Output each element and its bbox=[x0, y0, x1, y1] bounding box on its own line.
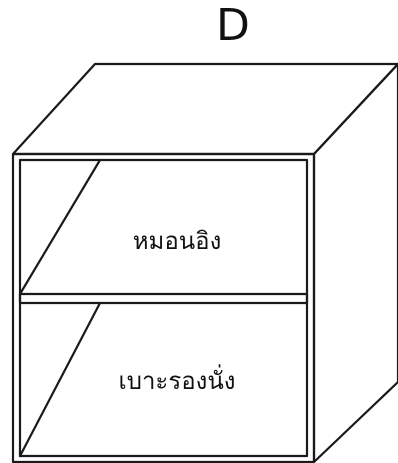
middle-shelf bbox=[18, 292, 309, 305]
upper-shelf-label: หมอนอิง bbox=[133, 227, 222, 255]
lower-shelf-label: เบาะรองนั่ง bbox=[119, 364, 236, 395]
cabinet-right-face bbox=[312, 62, 398, 463]
cabinet-front-frame bbox=[11, 152, 316, 463]
cabinet-top-face bbox=[11, 62, 398, 156]
cabinet-inner-frame bbox=[18, 158, 309, 458]
lower-compartment-edge bbox=[18, 301, 102, 458]
diagram-title: D bbox=[216, 0, 250, 51]
upper-compartment-edge bbox=[18, 158, 102, 296]
